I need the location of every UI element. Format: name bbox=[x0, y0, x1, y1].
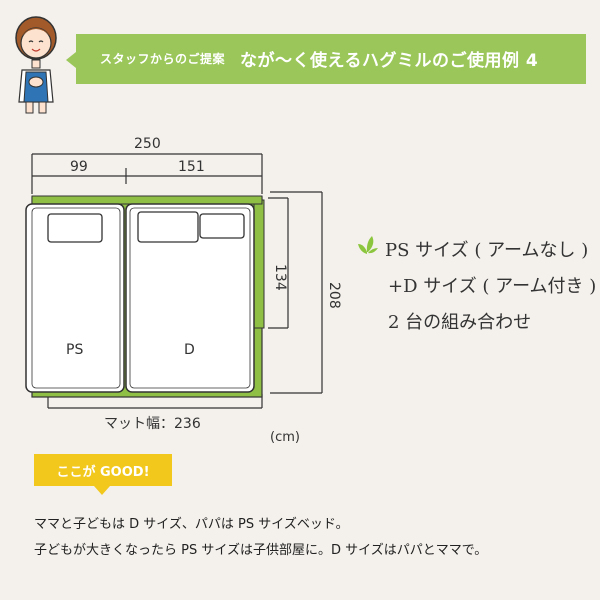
description-line-2: +D サイズ ( アーム付き ) bbox=[388, 276, 597, 297]
description-line-3: 2 台の組み合わせ bbox=[388, 312, 532, 333]
ps-width-label: 99 bbox=[70, 159, 88, 175]
unit-label: (cm) bbox=[270, 430, 300, 445]
leaf-icon bbox=[358, 236, 378, 254]
ps-mattress-label: PS bbox=[66, 342, 84, 358]
description-line-1: PS サイズ ( アームなし ) bbox=[385, 240, 589, 261]
good-text-line-1: ママと子どもは D サイズ、パパは PS サイズベッド。 bbox=[34, 517, 349, 532]
d-width-label: 151 bbox=[178, 159, 205, 175]
d-depth-label: 134 bbox=[272, 264, 288, 291]
good-badge-pointer bbox=[94, 486, 110, 495]
total-width-label: 250 bbox=[134, 136, 161, 152]
title-banner bbox=[76, 34, 586, 84]
good-text-line-2: 子どもが大きくなったら PS サイズは子供部屋に。D サイズはパパとママで。 bbox=[34, 543, 488, 558]
total-depth-label: 208 bbox=[326, 282, 342, 309]
staff-avatar bbox=[15, 16, 57, 114]
d-mattress-label: D bbox=[184, 342, 195, 358]
mat-width-label: マット幅：236 bbox=[104, 416, 201, 432]
good-badge bbox=[34, 454, 172, 486]
banner-pointer bbox=[66, 52, 76, 68]
banner-subtitle: スタッフからのご提案 bbox=[100, 52, 226, 66]
banner-title: なが〜く使えるハグミルのご使用例 4 bbox=[240, 51, 539, 71]
good-badge-label: ここが GOOD! bbox=[56, 465, 150, 480]
